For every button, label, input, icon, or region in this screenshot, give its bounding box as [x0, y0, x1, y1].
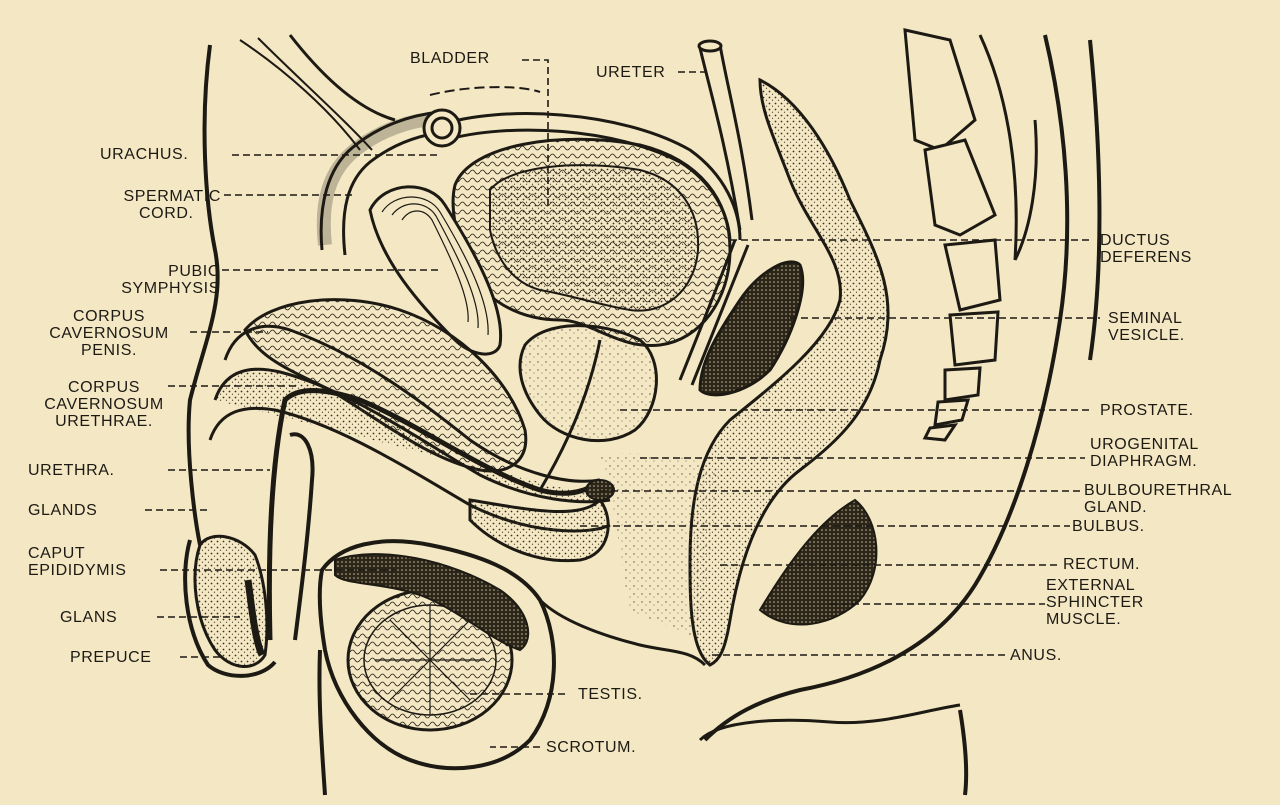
label-bladder: BLADDER [410, 50, 490, 67]
label-bulbourethral-gland: BULBOURETHRAL GLAND. [1084, 482, 1233, 516]
label-scrotum: SCROTUM. [546, 739, 637, 756]
bladder [451, 137, 732, 348]
body-outline [186, 34, 1102, 796]
label-anus: ANUS. [1010, 647, 1062, 664]
leader-lines [145, 59, 1100, 748]
label-urachus: URACHUS. [100, 146, 189, 163]
label-ureter: URETER [596, 64, 666, 81]
label-seminal-vesicle: SEMINAL VESICLE. [1108, 310, 1185, 344]
external-sphincter-muscle [758, 498, 878, 626]
label-glans: GLANS [60, 609, 118, 626]
spermatic-cord [316, 86, 742, 256]
urogenital-diaphragm [600, 453, 720, 640]
label-testis: TESTIS. [578, 686, 643, 703]
label-external-sphincter-muscle: EXTERNAL SPHINCTER MUSCLE. [1046, 577, 1144, 628]
label-rectum: RECTUM. [1063, 556, 1141, 573]
glans-and-prepuce [183, 432, 315, 678]
sacrum-vertebrae [903, 28, 1038, 442]
rectum [688, 77, 890, 667]
label-pubic-symphysis: PUBIC SYMPHYSIS [121, 263, 220, 297]
scrotum-outline [317, 539, 556, 771]
label-corpus-cavernosum-urethrae: CORPUS CAVERNOSUM URETHRAE. [44, 379, 164, 430]
label-spermatic-cord: SPERMATIC CORD. [123, 188, 221, 222]
label-caput-epididymis: CAPUT EPIDIDYMIS [28, 545, 127, 579]
label-bulbus: BULBUS. [1072, 518, 1145, 535]
label-prepuce: PREPUCE [70, 649, 152, 666]
label-ductus-deferens: DUCTUS DEFERENS [1100, 232, 1192, 266]
epididymis [334, 553, 530, 652]
label-glands: GLANDS [28, 502, 98, 519]
label-prostate: PROSTATE. [1100, 402, 1194, 419]
label-urogenital-diaphragm: UROGENITAL DIAPHRAGM. [1090, 436, 1199, 470]
ureter [697, 39, 754, 231]
label-urethra: URETHRA. [28, 462, 115, 479]
label-corpus-cavernosum-penis: CORPUS CAVERNOSUM PENIS. [49, 308, 169, 359]
seminal-vesicle [678, 239, 805, 397]
bulbus [468, 497, 610, 563]
penis-shaft [208, 298, 611, 641]
